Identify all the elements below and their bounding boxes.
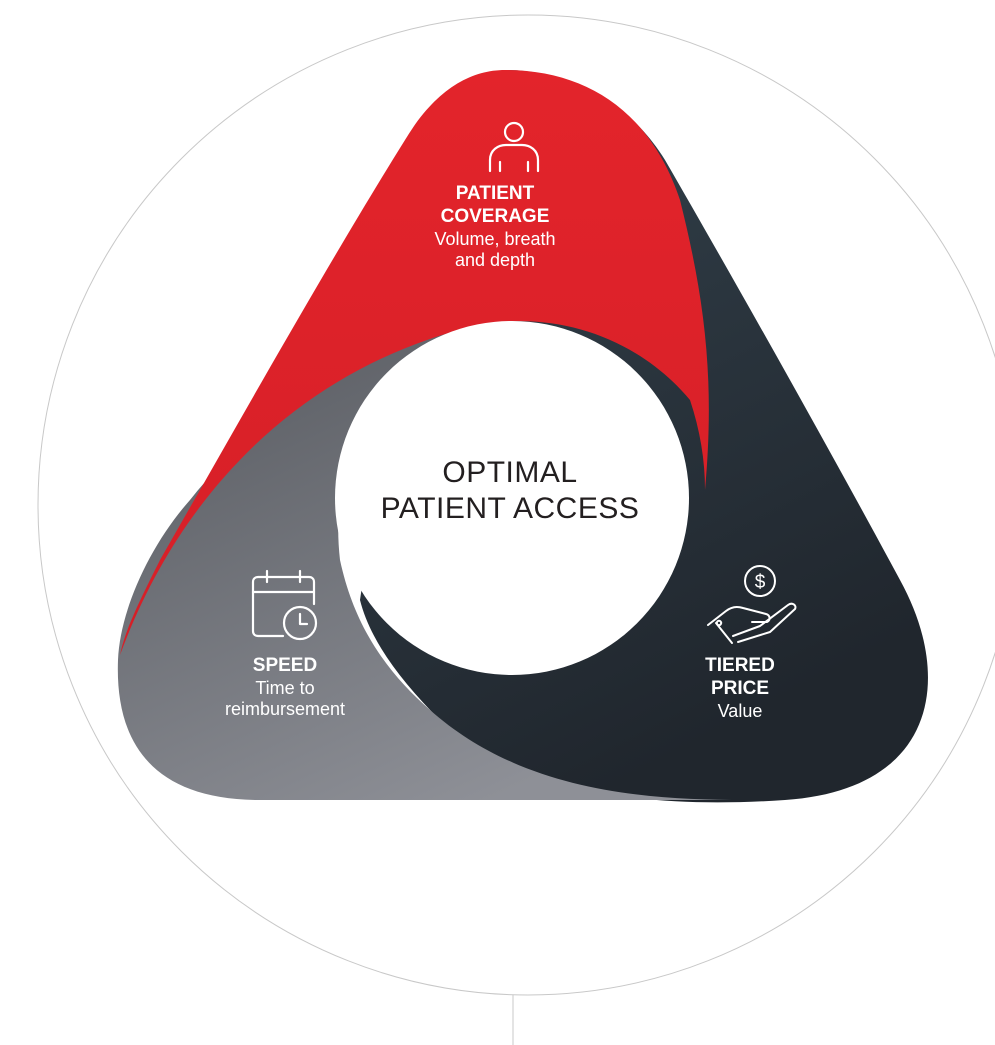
- tiered-price-label: TIERED PRICE Value: [665, 655, 815, 722]
- outer-ring: [37, 14, 995, 996]
- svg-text:$: $: [755, 572, 766, 593]
- patient-coverage-desc-2: and depth: [454, 250, 536, 271]
- patient-coverage-title-2: COVERAGE: [440, 205, 550, 227]
- center-label: OPTIMAL PATIENT ACCESS: [335, 455, 685, 527]
- calendar-clock-icon: [251, 569, 318, 641]
- center-circle: [335, 321, 689, 675]
- speed-label: SPEED Time to reimbursement: [185, 655, 385, 721]
- patient-coverage-desc-1: Volume, breath: [434, 228, 556, 249]
- speed-desc-1: Time to: [255, 677, 315, 698]
- patient-coverage-title-1: PATIENT: [455, 183, 535, 204]
- hand-dollar-icon: $: [707, 565, 797, 644]
- tiered-price-title-1: TIERED: [705, 655, 775, 676]
- segment-patient-coverage: [120, 70, 709, 655]
- tiered-price-desc: Value: [717, 700, 763, 721]
- tiered-price-title-2: PRICE: [710, 677, 770, 699]
- speed-title: SPEED: [252, 655, 318, 676]
- person-icon: [488, 121, 540, 173]
- speed-desc-2: reimbursement: [224, 699, 346, 720]
- patient-coverage-label: PATIENT COVERAGE Volume, breath and dept…: [405, 183, 585, 272]
- center-label-line-1: OPTIMAL: [442, 456, 578, 489]
- segment-speed-fill: [117, 325, 745, 800]
- center-label-line-2: PATIENT ACCESS: [380, 492, 640, 525]
